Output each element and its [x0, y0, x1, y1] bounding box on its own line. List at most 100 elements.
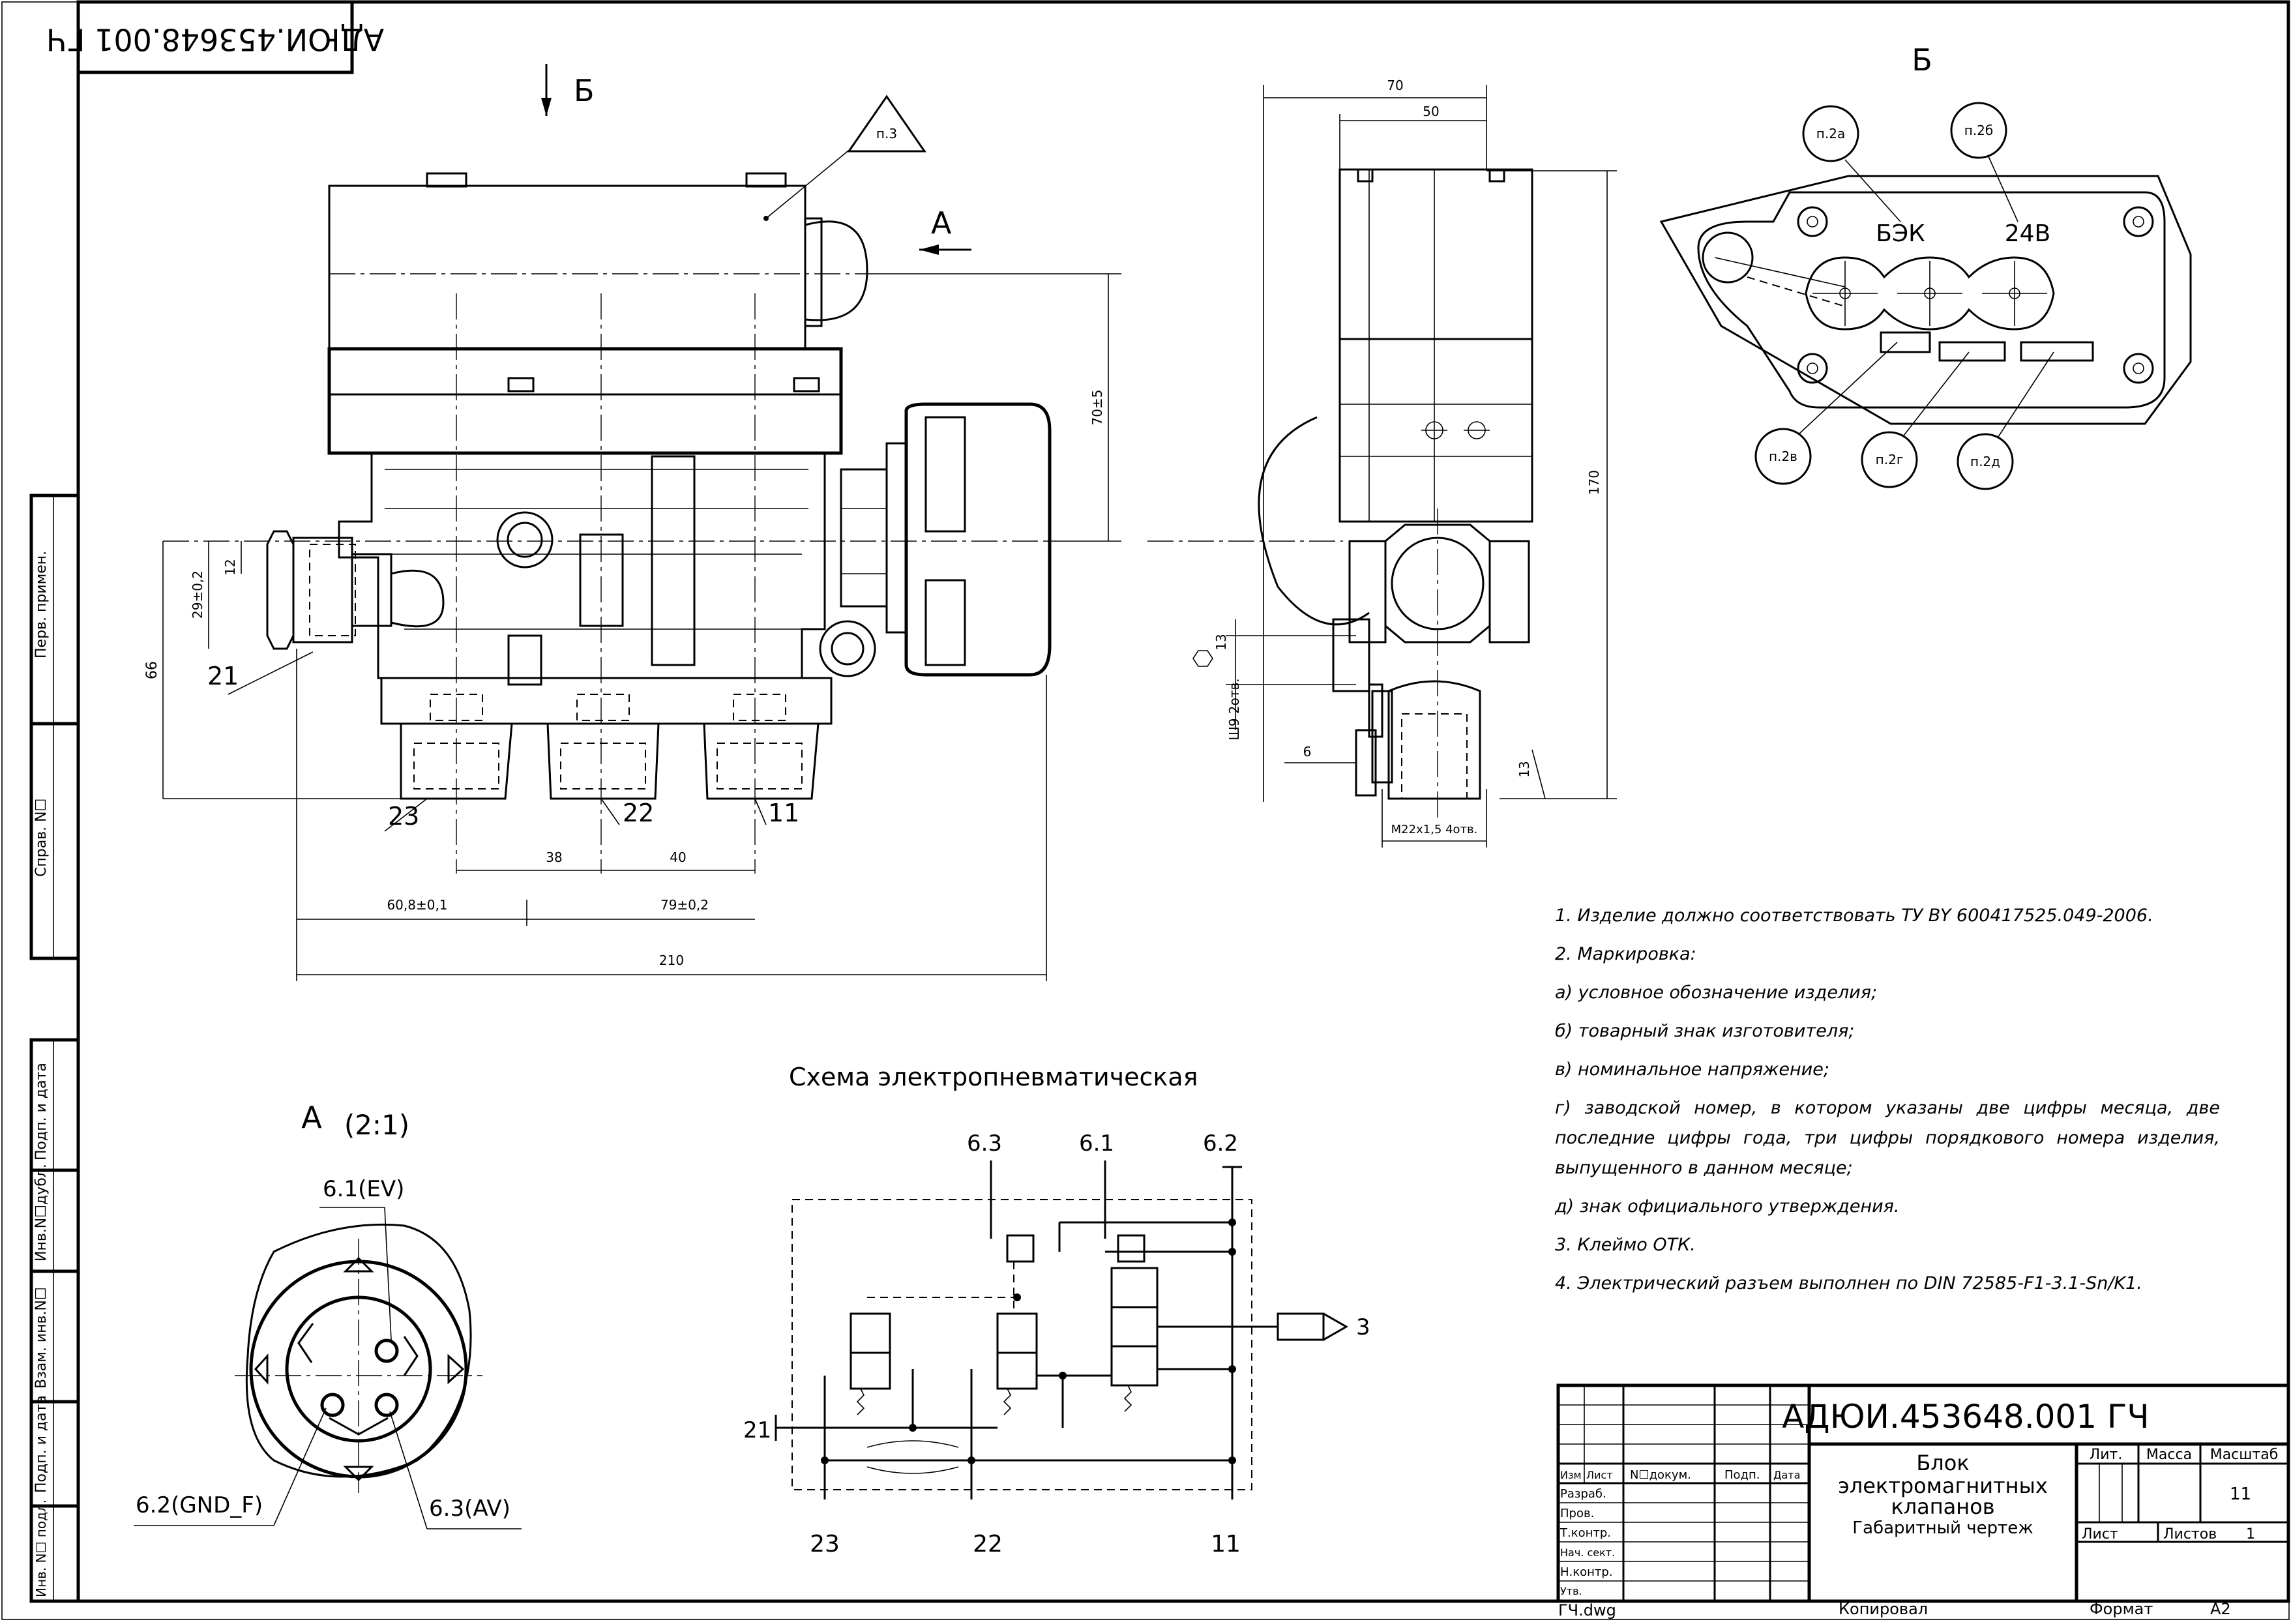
col-sheets: Листов — [2163, 1526, 2217, 1543]
side-stamp-4: Инв.N☐дубл. — [33, 1164, 50, 1262]
dim-13-right: 13 — [1516, 761, 1532, 777]
pin-61-label: 6.1(EV) — [323, 1176, 404, 1202]
role-3: Т.контр. — [1559, 1526, 1611, 1540]
note-2b: б) товарный знак изготовителя; — [1555, 1021, 1855, 1041]
note-3: 3. Клеймо ОТК. — [1555, 1235, 1696, 1255]
thread-bottom-label: М22х1,5 4отв. — [1391, 823, 1478, 836]
side-stamp-1: Перв. примен. — [33, 551, 50, 658]
title-name-2: электромагнитных — [1838, 1473, 2048, 1498]
dim-40: 40 — [670, 849, 686, 865]
note-flag-triangle — [847, 95, 926, 153]
schem-port-63: 6.3 — [967, 1130, 1002, 1157]
file-name: ГЧ.dwg — [1558, 1601, 1616, 1619]
col-data: Дата — [1773, 1469, 1800, 1481]
schem-port-62: 6.2 — [1203, 1130, 1238, 1157]
note-2v: в) номинальное напряжение; — [1555, 1059, 1829, 1080]
side-stamp-5: Взам. инв.N☐ — [33, 1287, 50, 1389]
dim-12: 12 — [222, 559, 238, 575]
dim-29: 29±0,2 — [190, 570, 205, 619]
front-view: Б п.3 А — [144, 64, 1121, 981]
col-massa: Масса — [2146, 1447, 2192, 1463]
side-view: 70 50 170 — [1147, 78, 1617, 848]
port-22-label: 22 — [623, 799, 654, 827]
title-code: АДЮИ.453648.001 ГЧ — [1782, 1398, 2149, 1436]
top-stamp: АДЮИ.453648.001 ГЧ — [46, 0, 384, 74]
scale-value: 11 — [2230, 1484, 2251, 1504]
thread-left-label: Ш9 2отв. — [1226, 678, 1242, 740]
view-a-title: А — [301, 1100, 322, 1135]
technical-notes: 1. Изделие должно соответствовать ТУ BY … — [1555, 901, 2220, 1307]
note-4: 4. Электрический разъем выполнен по DIN … — [1555, 1273, 2142, 1293]
col-masshtab: Масштаб — [2210, 1447, 2279, 1463]
schem-port-21: 21 — [743, 1417, 771, 1443]
view-b-title: Б — [1912, 42, 1932, 78]
title-block: АДЮИ.453648.001 ГЧ Блок электромагнитных… — [1556, 1383, 2290, 1603]
port-11-label: 11 — [768, 799, 799, 827]
note-2: 2. Маркировка: — [1555, 944, 1696, 964]
label-p2v: п.2в — [1769, 449, 1797, 464]
role-5: Н.контр. — [1560, 1565, 1613, 1579]
side-stamp-7: Инв. N☐ подл. — [33, 1499, 49, 1597]
mark-bek: БЭК — [1876, 220, 1925, 247]
schem-port-11: 11 — [1211, 1531, 1241, 1558]
schematic-title: Схема электропневматическая — [789, 1063, 1198, 1091]
pin-63-label: 6.3(AV) — [429, 1496, 510, 1522]
dim-38: 38 — [546, 849, 562, 865]
role-2: Пров. — [1560, 1507, 1594, 1520]
dim-66: 66 — [144, 661, 160, 679]
format-value: А2 — [2210, 1600, 2231, 1618]
sheets-value: 1 — [2246, 1526, 2255, 1543]
col-list: Лист — [1586, 1469, 1613, 1481]
note-1: 1. Изделие должно соответствовать ТУ BY … — [1555, 906, 2153, 926]
view-b: Б БЭК 24В п.2а п.2б п.2в п — [1659, 42, 2192, 490]
schem-port-3: 3 — [1356, 1314, 1370, 1340]
side-stamp-6: Подп. и дата — [33, 1395, 50, 1493]
label-p2g: п.2г — [1876, 452, 1904, 467]
role-4: Нач. сект. — [1560, 1546, 1615, 1559]
top-stamp-code: АДЮИ.453648.001 ГЧ — [46, 22, 384, 57]
dim-79: 79±0,2 — [660, 897, 709, 913]
dim-70-5: 70±5 — [1089, 390, 1105, 426]
role-1: Разраб. — [1560, 1487, 1606, 1501]
side-stamp-2: Справ. N☐ — [33, 799, 50, 877]
view-b-arrow-label: Б — [574, 73, 595, 108]
col-izm: Изм — [1560, 1469, 1582, 1481]
title-name-1: Блок — [1916, 1451, 1969, 1475]
dim-13-left: 13 — [1213, 634, 1229, 650]
label-p2a: п.2а — [1816, 126, 1845, 141]
title-doc-type: Габаритный чертеж — [1852, 1518, 2033, 1538]
dim-170: 170 — [1586, 470, 1602, 495]
schem-port-61: 6.1 — [1079, 1130, 1114, 1157]
side-stamp-3: Подп. и дата — [33, 1063, 50, 1160]
dim-50: 50 — [1423, 104, 1439, 119]
label-p2b: п.2б — [1964, 123, 1994, 138]
side-stamp: Перв. примен. Справ. N☐ Подп. и дата Инв… — [29, 494, 80, 1603]
electropneumatic-schematic: Схема электропневматическая 6.3 6.1 6.2 … — [743, 1063, 1370, 1558]
port-21-label: 21 — [207, 662, 239, 690]
col-ndoc: N☐докум. — [1630, 1468, 1691, 1482]
schem-port-23: 23 — [810, 1531, 840, 1558]
view-a-arrow-label: А — [931, 205, 952, 241]
note-2d: д) знак официального утверждения. — [1555, 1196, 1900, 1217]
view-a-scale: (2:1) — [344, 1109, 409, 1141]
col-sheet: Лист — [2082, 1526, 2118, 1543]
dim-70: 70 — [1387, 78, 1403, 93]
copied-label: Копировал — [1839, 1600, 1928, 1618]
col-podp: Подп. — [1724, 1468, 1760, 1482]
note-flag-label: п.3 — [876, 126, 897, 141]
title-name-3: клапанов — [1891, 1494, 1994, 1519]
port-23-label: 23 — [388, 802, 419, 831]
mark-24v: 24В — [2005, 220, 2051, 247]
dim-210: 210 — [659, 952, 684, 968]
pin-62-label: 6.2(GND_F) — [136, 1492, 263, 1518]
schem-port-22: 22 — [973, 1531, 1003, 1558]
dim-6: 6 — [1303, 744, 1312, 760]
view-a-connector: А (2:1) 6.1(EV) 6.2(GND_F) 6.3(AV) — [134, 1100, 522, 1529]
col-lit: Лит. — [2090, 1447, 2123, 1463]
note-2g: г) заводской номер, в котором указаны дв… — [1555, 1098, 2220, 1178]
role-6: Утв. — [1560, 1585, 1582, 1597]
format-label: Формат — [2090, 1600, 2153, 1618]
